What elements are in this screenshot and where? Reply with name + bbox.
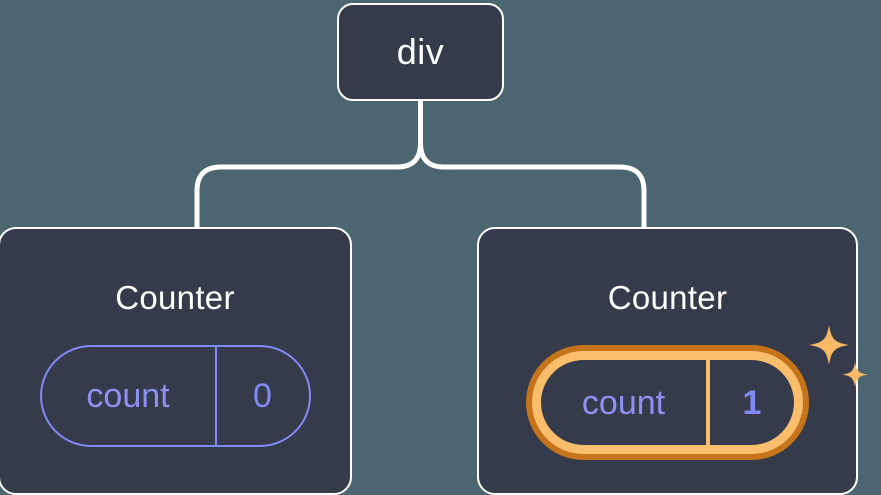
counter-1-highlight-ring-outer[interactable]: count 1 [526, 345, 809, 460]
tree-node-counter-0[interactable]: Counter count 0 [0, 227, 352, 495]
counter-1-highlight-ring-inner: count 1 [532, 351, 803, 454]
counter-1-state-wrap: count 1 [526, 325, 868, 460]
sparkle-small-icon [842, 362, 868, 388]
counter-0-state-key: count [86, 377, 170, 415]
counter-1-state-pill: count 1 [541, 360, 794, 445]
counter-1-state-key-cell: count [541, 360, 710, 445]
tree-node-counter-1[interactable]: Counter count 1 [477, 227, 868, 495]
sparkle-large-icon [809, 325, 849, 365]
counter-0-title: Counter [115, 279, 235, 316]
counter-1-state-key: count [581, 383, 666, 422]
counter-0-state-pill[interactable]: count 0 [39, 345, 311, 447]
counter-0-state-wrap: count 0 [39, 345, 311, 447]
root-node-label: div [396, 31, 445, 72]
counter-1-state-value: 1 [742, 383, 762, 422]
counter-1-state-value-cell: 1 [710, 360, 794, 445]
tree-node-root[interactable]: div [337, 3, 504, 101]
connector-root-to-child-1 [418, 98, 647, 231]
sparkles-icon [809, 325, 868, 388]
counter-0-state-value-cell: 0 [217, 347, 309, 445]
counter-1-title: Counter [607, 279, 728, 316]
counter-0-state-value: 0 [253, 377, 272, 415]
counter-0-state-key-cell: count [42, 347, 217, 445]
connector-root-to-child-0 [194, 98, 423, 231]
